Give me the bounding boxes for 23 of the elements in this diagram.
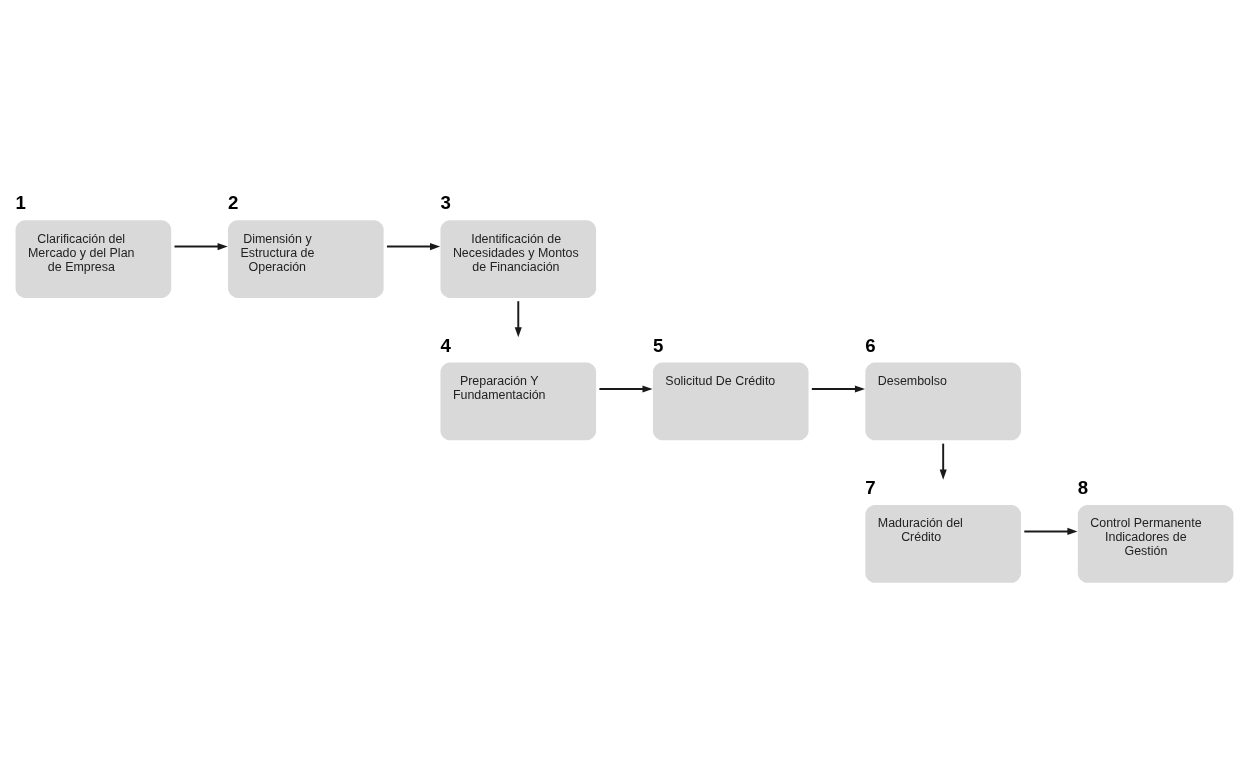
node-label: 4 (440, 334, 451, 356)
node-box: Preparación Y Fundamentación (440, 362, 597, 441)
arrow (514, 300, 522, 338)
node-box: Dimensión y Estructura de Operación (228, 220, 384, 298)
node-box: Control Permanente Indicadores de Gestión (1077, 504, 1234, 583)
node-label: 2 (228, 192, 239, 214)
node-label: 1 (15, 192, 26, 214)
arrow (939, 442, 947, 480)
node-label: 6 (865, 334, 876, 356)
arrow (598, 385, 653, 393)
arrow (385, 243, 441, 251)
node-label: 5 (652, 334, 664, 356)
node-box: Desembolso (865, 362, 1021, 441)
node-box: Clarificación del Mercado y del Plan de Empresa (15, 220, 172, 298)
node-box: Solicitud De Crédito (652, 362, 809, 441)
node-label: 3 (440, 192, 451, 214)
arrow (1023, 527, 1078, 535)
arrow (810, 385, 866, 393)
node-box: Maduración del Crédito (865, 504, 1021, 583)
node-box: Identificación de Necesidades y Montos de Financiación (440, 220, 597, 298)
node-label: 7 (865, 477, 876, 499)
node-label: 8 (1077, 477, 1089, 499)
arrow (173, 243, 228, 251)
